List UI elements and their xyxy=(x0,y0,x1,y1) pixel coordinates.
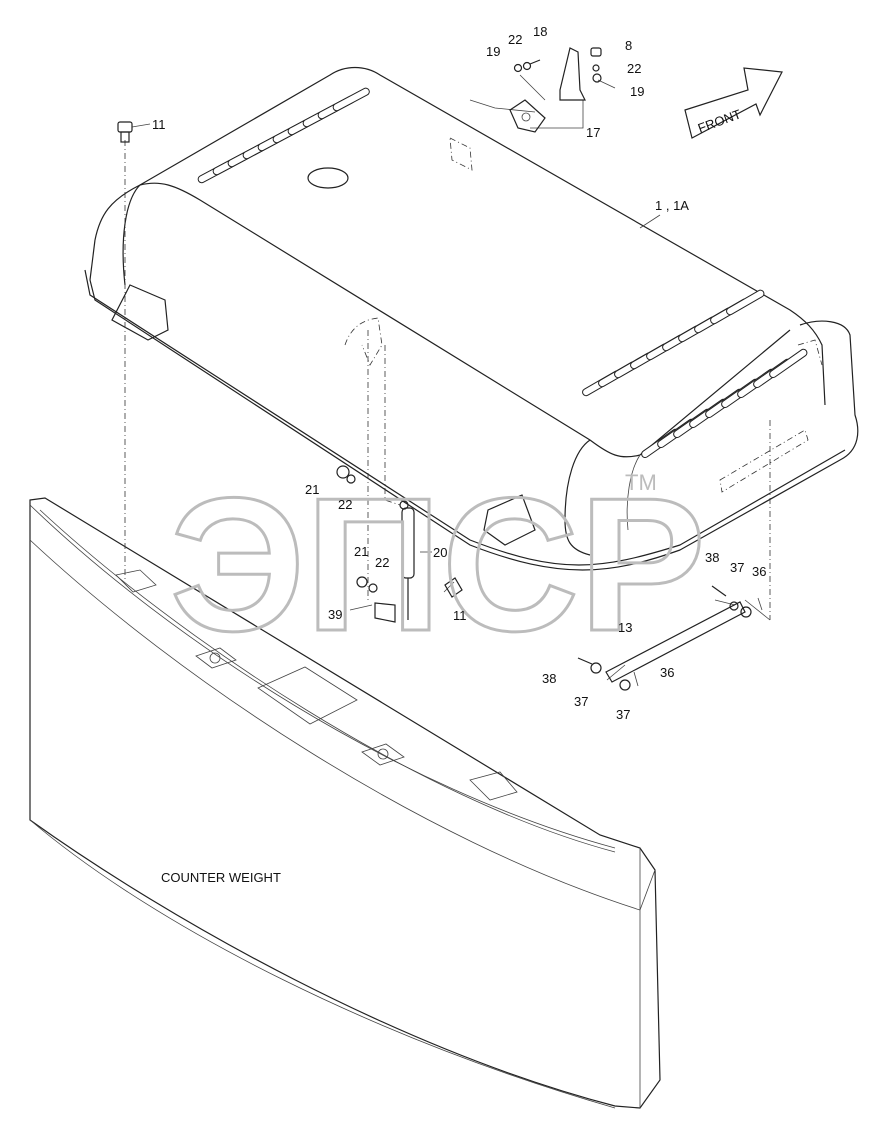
callout-8: 8 xyxy=(625,38,632,53)
callout-labels: 11 19 22 18 8 22 19 17 1 , 1A 21 22 20 2… xyxy=(152,24,766,722)
counterweight xyxy=(29,497,661,1109)
callout-36: 36 xyxy=(752,564,766,579)
gas-spring-20 xyxy=(399,500,415,620)
callout-22: 22 xyxy=(508,32,522,47)
callout-11: 11 xyxy=(453,608,467,623)
bolt-11-bottom xyxy=(444,577,463,598)
callout-39: 39 xyxy=(328,607,342,622)
top-vents xyxy=(197,87,370,184)
stay-rod-13 xyxy=(577,585,763,691)
washers-21-22 xyxy=(336,465,378,593)
counterweight-label: COUNTER WEIGHT xyxy=(161,870,281,885)
callout-13: 13 xyxy=(618,620,632,635)
side-vents xyxy=(641,348,808,459)
leader-lines xyxy=(124,74,771,681)
watermark-tm: TM xyxy=(625,470,657,495)
callout-38: 38 xyxy=(542,671,556,686)
latch-assembly xyxy=(509,47,602,133)
callout-37: 37 xyxy=(730,560,744,575)
callout-22: 22 xyxy=(338,497,352,512)
callout-11: 11 xyxy=(152,117,166,132)
callout-19: 19 xyxy=(630,84,644,99)
callout-37: 37 xyxy=(574,694,588,709)
rear-vents xyxy=(582,289,765,397)
callout-22: 22 xyxy=(375,555,389,570)
callout-22: 22 xyxy=(627,61,641,76)
callout-19: 19 xyxy=(486,44,500,59)
callout-17: 17 xyxy=(586,125,600,140)
callout-20: 20 xyxy=(433,545,447,560)
callout-18: 18 xyxy=(533,24,547,39)
engine-hood xyxy=(84,66,859,571)
front-arrow: FRONT xyxy=(684,67,783,139)
callout-38: 38 xyxy=(705,550,719,565)
bolt-11-top xyxy=(117,121,133,143)
front-arrow-text: FRONT xyxy=(696,106,743,135)
callout-36: 36 xyxy=(660,665,674,680)
bracket-39 xyxy=(374,602,396,623)
watermark-text: ЭПСР xyxy=(170,459,706,671)
callout-21: 21 xyxy=(354,544,368,559)
callout-21: 21 xyxy=(305,482,319,497)
watermark: ЭПСР TM xyxy=(169,458,708,673)
callout-37: 37 xyxy=(616,707,630,722)
callout-1-1a: 1 , 1A xyxy=(655,198,689,213)
